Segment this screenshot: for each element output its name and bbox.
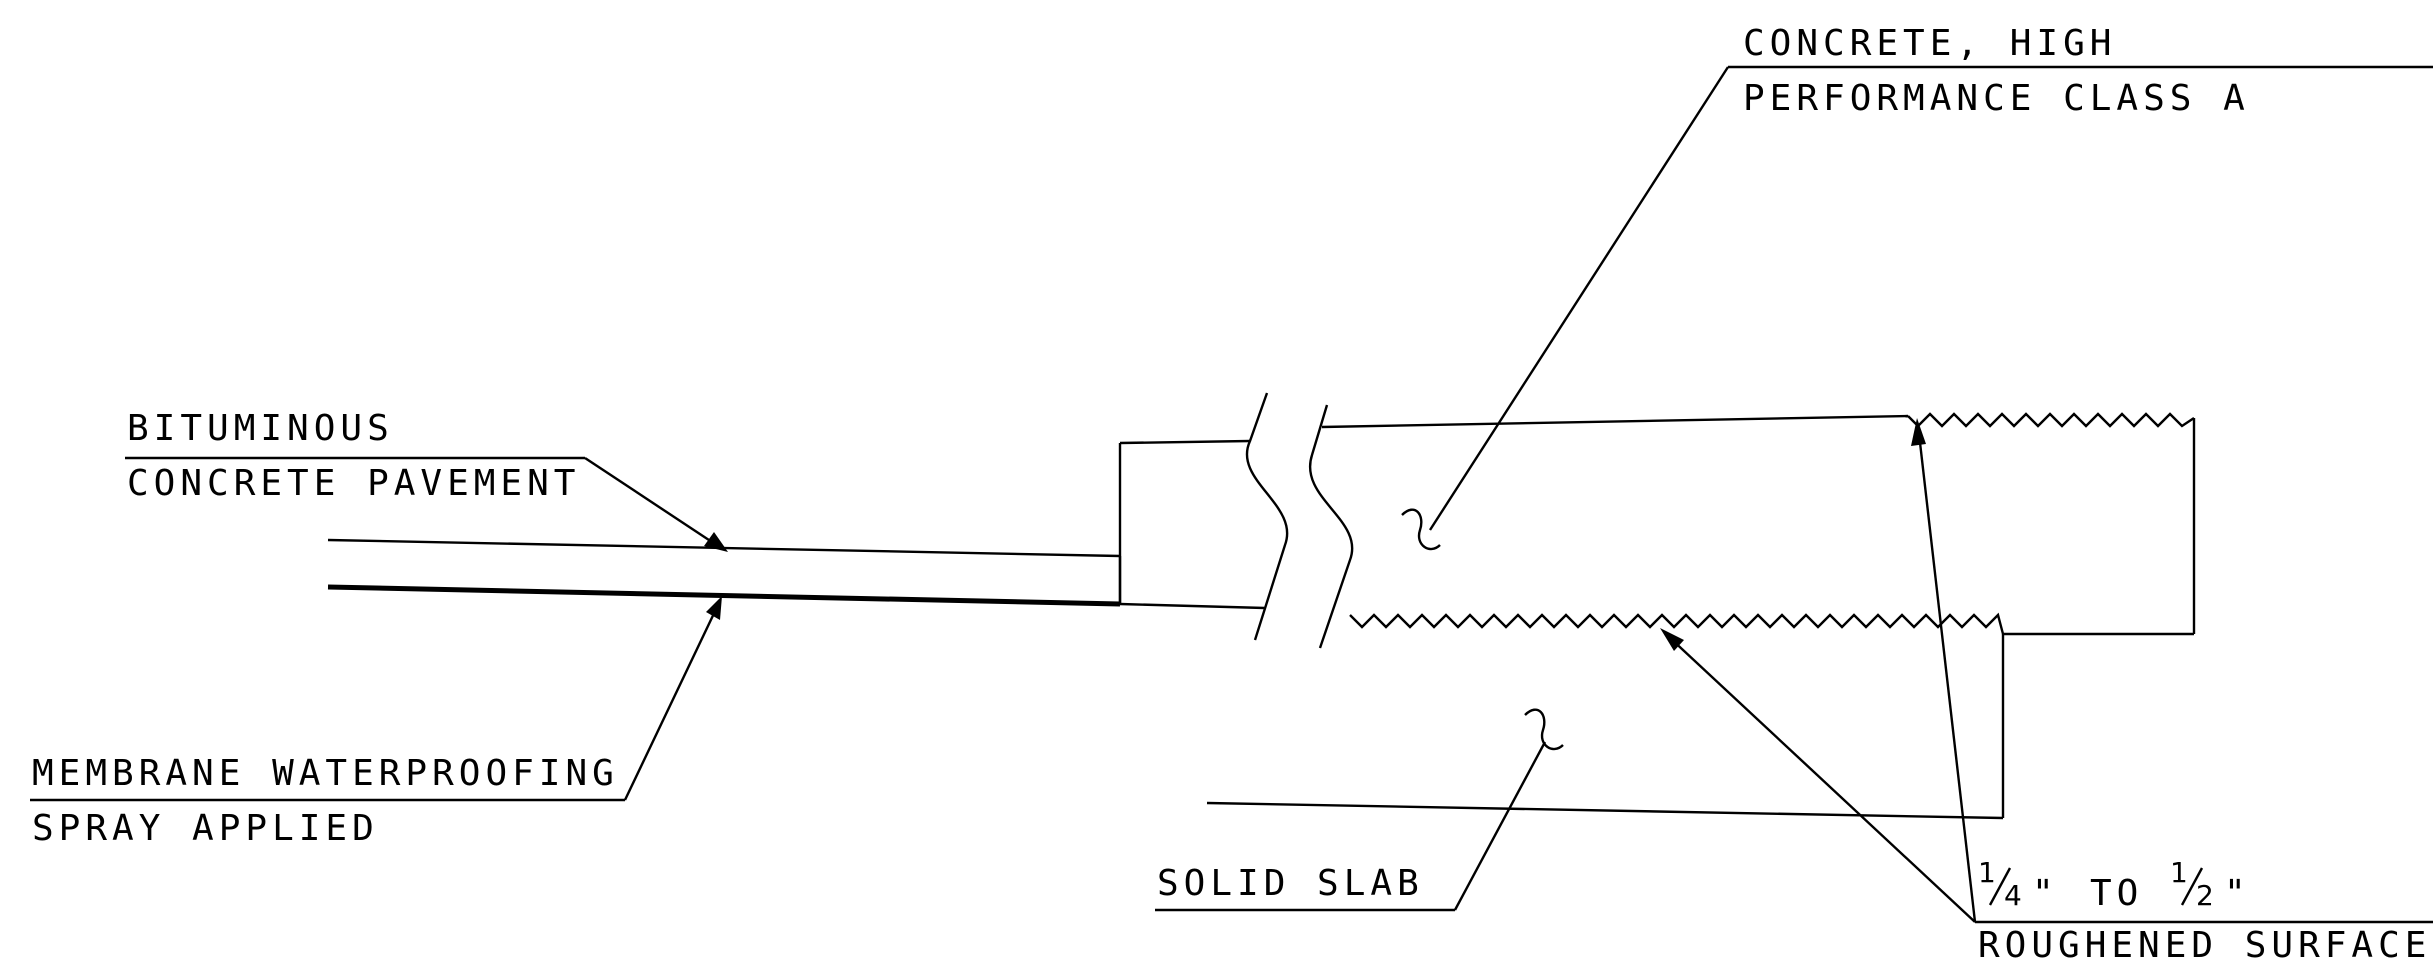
fraction-quarter-inch: 1 4: [1978, 856, 2027, 912]
hpc-concrete-overlay: [1321, 412, 2196, 636]
fraction-bar: [2180, 867, 2204, 906]
break-line-left: [1245, 392, 1289, 641]
break-line-right: [1308, 404, 1354, 649]
break-lines: [1245, 392, 1354, 649]
solid-slab: [1206, 634, 2005, 820]
material-symbol-overlay: [1401, 508, 1441, 551]
slab-bottom-edge: [1206, 801, 2004, 820]
arrowhead: [704, 532, 728, 552]
callout-text-line2: ROUGHENED SURFACE: [1978, 925, 2431, 966]
fraction-half-inch: 1 2: [2170, 856, 2219, 912]
callout-solid-slab: SOLID SLAB: [1155, 741, 1547, 912]
material-symbol-slab: [1524, 708, 1564, 751]
callout-text-line2: PERFORMANCE CLASS A: [1743, 78, 2250, 119]
membrane-waterproofing-line: [327, 584, 1121, 607]
callout-text-line1: SOLID SLAB: [1157, 863, 1424, 904]
callout-leader-interface: [1667, 635, 1976, 923]
fraction-numerator: 1: [2170, 856, 2193, 889]
callout-leader-top: [1916, 424, 1977, 923]
callout-concrete-hpc: CONCRETE, HIGH PERFORMANCE CLASS A: [1428, 23, 2433, 531]
callout-roughened-surface: 1 4 " TO 1 2 " ROUGHENED SURFACE: [1660, 418, 2433, 966]
roughened-interface: [1349, 612, 2005, 635]
callout-text-line2: SPRAY APPLIED: [32, 808, 379, 849]
fraction-numerator: 1: [1978, 856, 2001, 889]
deck-end-block: [1118, 439, 1266, 610]
callout-text-line2: CONCRETE PAVEMENT: [127, 463, 580, 504]
callout-text-line1: CONCRETE, HIGH: [1743, 23, 2116, 64]
inch-mark: ": [2224, 873, 2251, 914]
callout-text-line1: MEMBRANE WATERPROOFING: [32, 753, 619, 794]
inch-mark: ": [2032, 873, 2059, 914]
callout-leader: [584, 456, 719, 548]
callout-bituminous-pavement: BITUMINOUS CONCRETE PAVEMENT: [125, 408, 728, 552]
overlay-top-edge: [1321, 414, 1909, 429]
fraction-denominator: 4: [2004, 879, 2027, 912]
overlay-top-roughened-edge: [1907, 412, 2195, 428]
block-bottom-edge: [1119, 602, 1266, 610]
callout-leader: [623, 604, 720, 801]
callout-membrane-waterproofing: MEMBRANE WATERPROOFING SPRAY APPLIED: [30, 596, 722, 849]
callout-text-line1: BITUMINOUS: [127, 408, 394, 449]
fraction-bar: [1988, 867, 2012, 906]
arrowhead: [706, 596, 722, 620]
arrowhead-interface: [1660, 628, 1684, 651]
arrowhead-top: [1911, 418, 1926, 446]
to-text: TO: [2090, 873, 2143, 914]
block-top-edge: [1119, 439, 1251, 445]
fraction-denominator: 2: [2196, 879, 2219, 912]
callout-leader: [1453, 741, 1547, 911]
callout-leader: [1428, 66, 1730, 531]
